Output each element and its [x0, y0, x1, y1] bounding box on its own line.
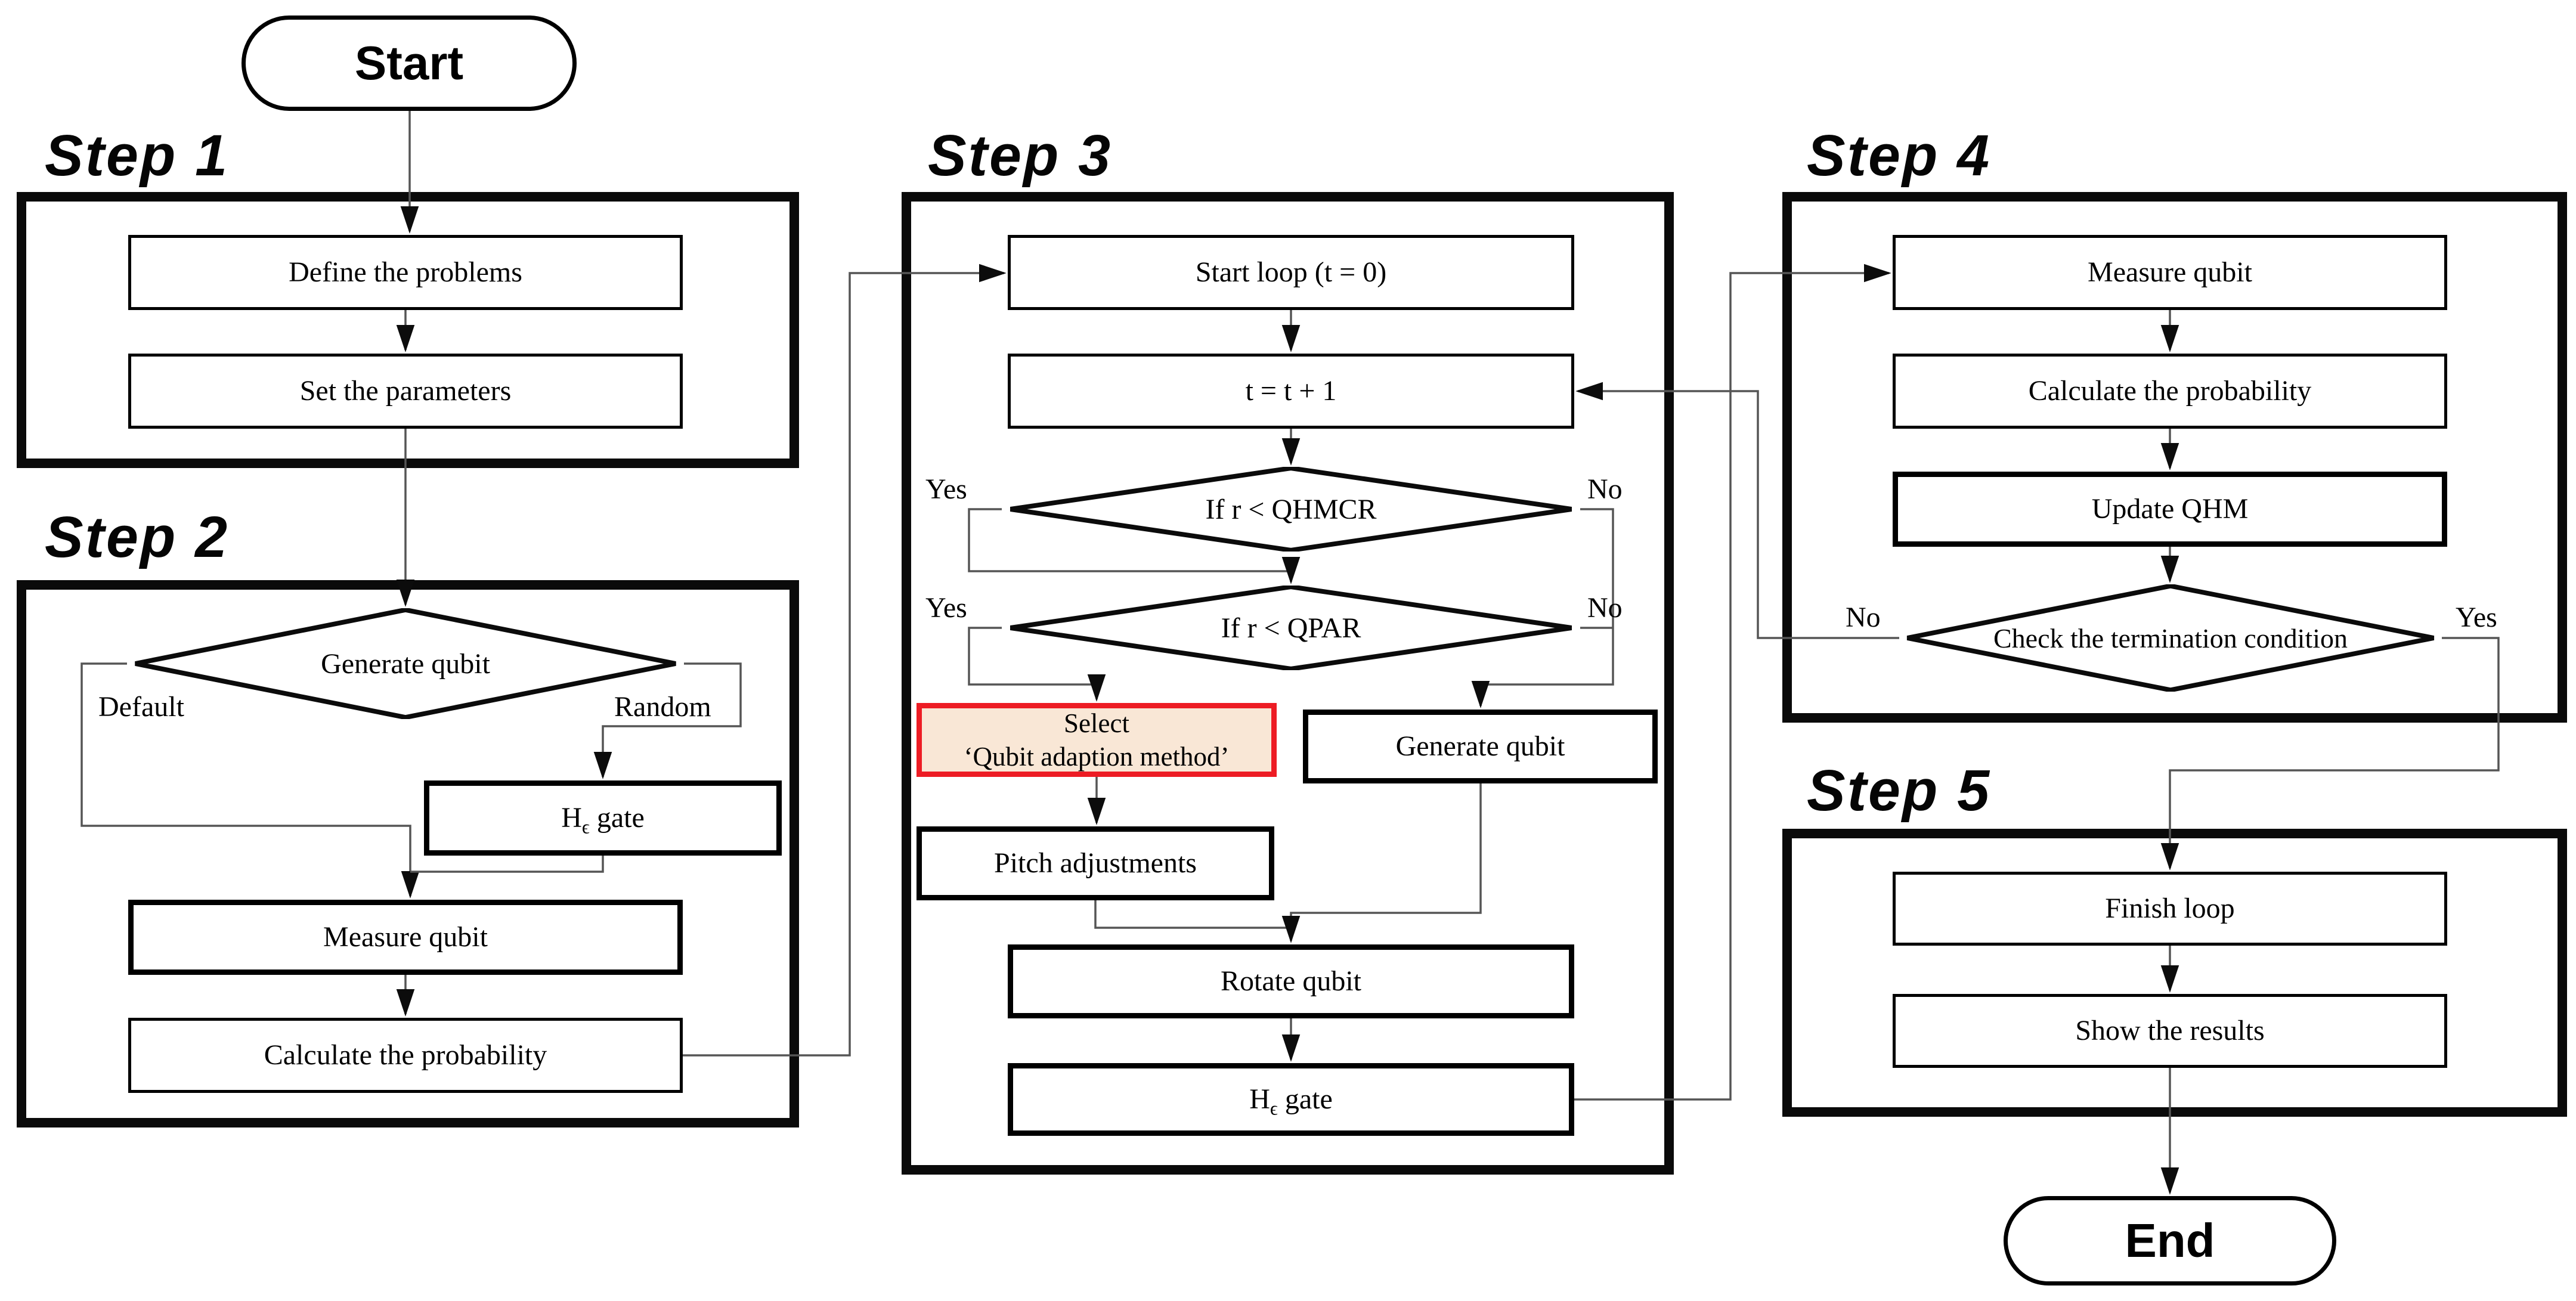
qhmcr-no-label: No — [1587, 473, 1623, 505]
step5-label: Step 5 — [1807, 758, 1992, 823]
h-gate-label: Hϵ gate — [1249, 1082, 1333, 1119]
start-terminal: Start — [242, 16, 577, 111]
edge-default-branch — [80, 662, 420, 899]
step1-label: Step 1 — [45, 123, 230, 188]
edge-calc2-to-startloop — [683, 264, 1007, 1057]
measure-qubit-box-step4: Measure qubit — [1893, 235, 2447, 310]
check-no-label: No — [1846, 602, 1881, 633]
end-terminal: End — [2004, 1196, 2336, 1285]
rotate-qubit-box: Rotate qubit — [1008, 944, 1574, 1018]
generate-qubit-diamond-label: Generate qubit — [321, 648, 490, 680]
show-results-box: Show the results — [1893, 994, 2447, 1068]
generate-qubit-diamond: Generate qubit — [127, 608, 684, 719]
step1-container — [17, 192, 799, 468]
generate-qubit-box-step3: Generate qubit — [1303, 710, 1658, 783]
diamond-shape — [1002, 586, 1580, 670]
qpar-yes-label: Yes — [925, 592, 967, 624]
h-gate-post: gate — [1277, 1083, 1333, 1115]
diamond-shape — [127, 608, 684, 719]
check-termination-diamond-label: Check the termination condition — [1993, 622, 2348, 653]
step3-label: Step 3 — [928, 123, 1113, 188]
select-adaption-line2: ‘Qubit adaption method’ — [964, 742, 1230, 772]
increment-t-box: t = t + 1 — [1008, 354, 1574, 429]
calc-probability-box-step4: Calculate the probability — [1893, 354, 2447, 429]
step4-label: Step 4 — [1807, 123, 1992, 188]
pitch-adjustments-box: Pitch adjustments — [917, 826, 1274, 900]
qpar-diamond-label: If r < QPAR — [1221, 612, 1361, 644]
step2-container — [17, 580, 799, 1127]
select-adaption-line1: Select — [1064, 708, 1129, 738]
edge-random-branch — [593, 662, 742, 779]
edge-check-no-feedback — [1575, 382, 1899, 639]
h-gate-label: Hϵ gate — [561, 800, 645, 838]
qhmcr-diamond: If r < QHMCR — [1002, 467, 1580, 552]
measure-qubit-box-step2: Measure qubit — [128, 900, 683, 975]
edge-generate3-to-rotate — [1281, 783, 1482, 943]
step2-label: Step 2 — [45, 504, 230, 569]
start-loop-box: Start loop (t = 0) — [1008, 235, 1574, 310]
edge-check-yes-to-finish — [2160, 637, 2500, 871]
calc-probability-box-step2: Calculate the probability — [128, 1018, 683, 1093]
edge-qpar-yes — [968, 627, 1106, 702]
check-yes-label: Yes — [2456, 602, 2497, 633]
qhmcr-diamond-label: If r < QHMCR — [1205, 493, 1377, 525]
qpar-diamond: If r < QPAR — [1002, 586, 1580, 670]
diamond-shape — [1899, 584, 2442, 692]
finish-loop-box: Finish loop — [1893, 872, 2447, 946]
edge-qhmcr-no-rail — [1471, 508, 1614, 708]
step5-container — [1782, 829, 2567, 1117]
check-termination-diamond: Check the termination condition — [1899, 584, 2442, 692]
edge-hgate3-to-measure4 — [1574, 264, 1891, 1101]
update-qhm-box: Update QHM — [1893, 472, 2447, 547]
qhmcr-yes-label: Yes — [925, 473, 967, 505]
random-branch-label: Random — [614, 691, 711, 723]
diamond-shape — [1002, 467, 1580, 552]
edge-hgate2-merge — [410, 856, 604, 873]
qpar-no-label: No — [1587, 592, 1623, 624]
edge-qhmcr-yes — [968, 508, 1301, 584]
h-gate-post: gate — [589, 802, 645, 834]
h-gate-subscript: ϵ — [581, 816, 590, 838]
h-gate-subscript: ϵ — [1270, 1097, 1278, 1119]
edge-pitch-merge — [1094, 900, 1292, 929]
step3-container — [902, 192, 1674, 1175]
h-gate-pre: H — [561, 802, 582, 834]
h-gate-box-step2: Hϵ gate — [424, 780, 782, 856]
define-problems-box: Define the problems — [128, 235, 683, 310]
select-adaption-box: Select ‘Qubit adaption method’ — [917, 703, 1277, 777]
set-parameters-box: Set the parameters — [128, 354, 683, 429]
h-gate-pre: H — [1249, 1083, 1270, 1115]
step4-container — [1782, 192, 2567, 723]
default-branch-label: Default — [98, 691, 184, 723]
h-gate-box-step3: Hϵ gate — [1008, 1063, 1574, 1136]
